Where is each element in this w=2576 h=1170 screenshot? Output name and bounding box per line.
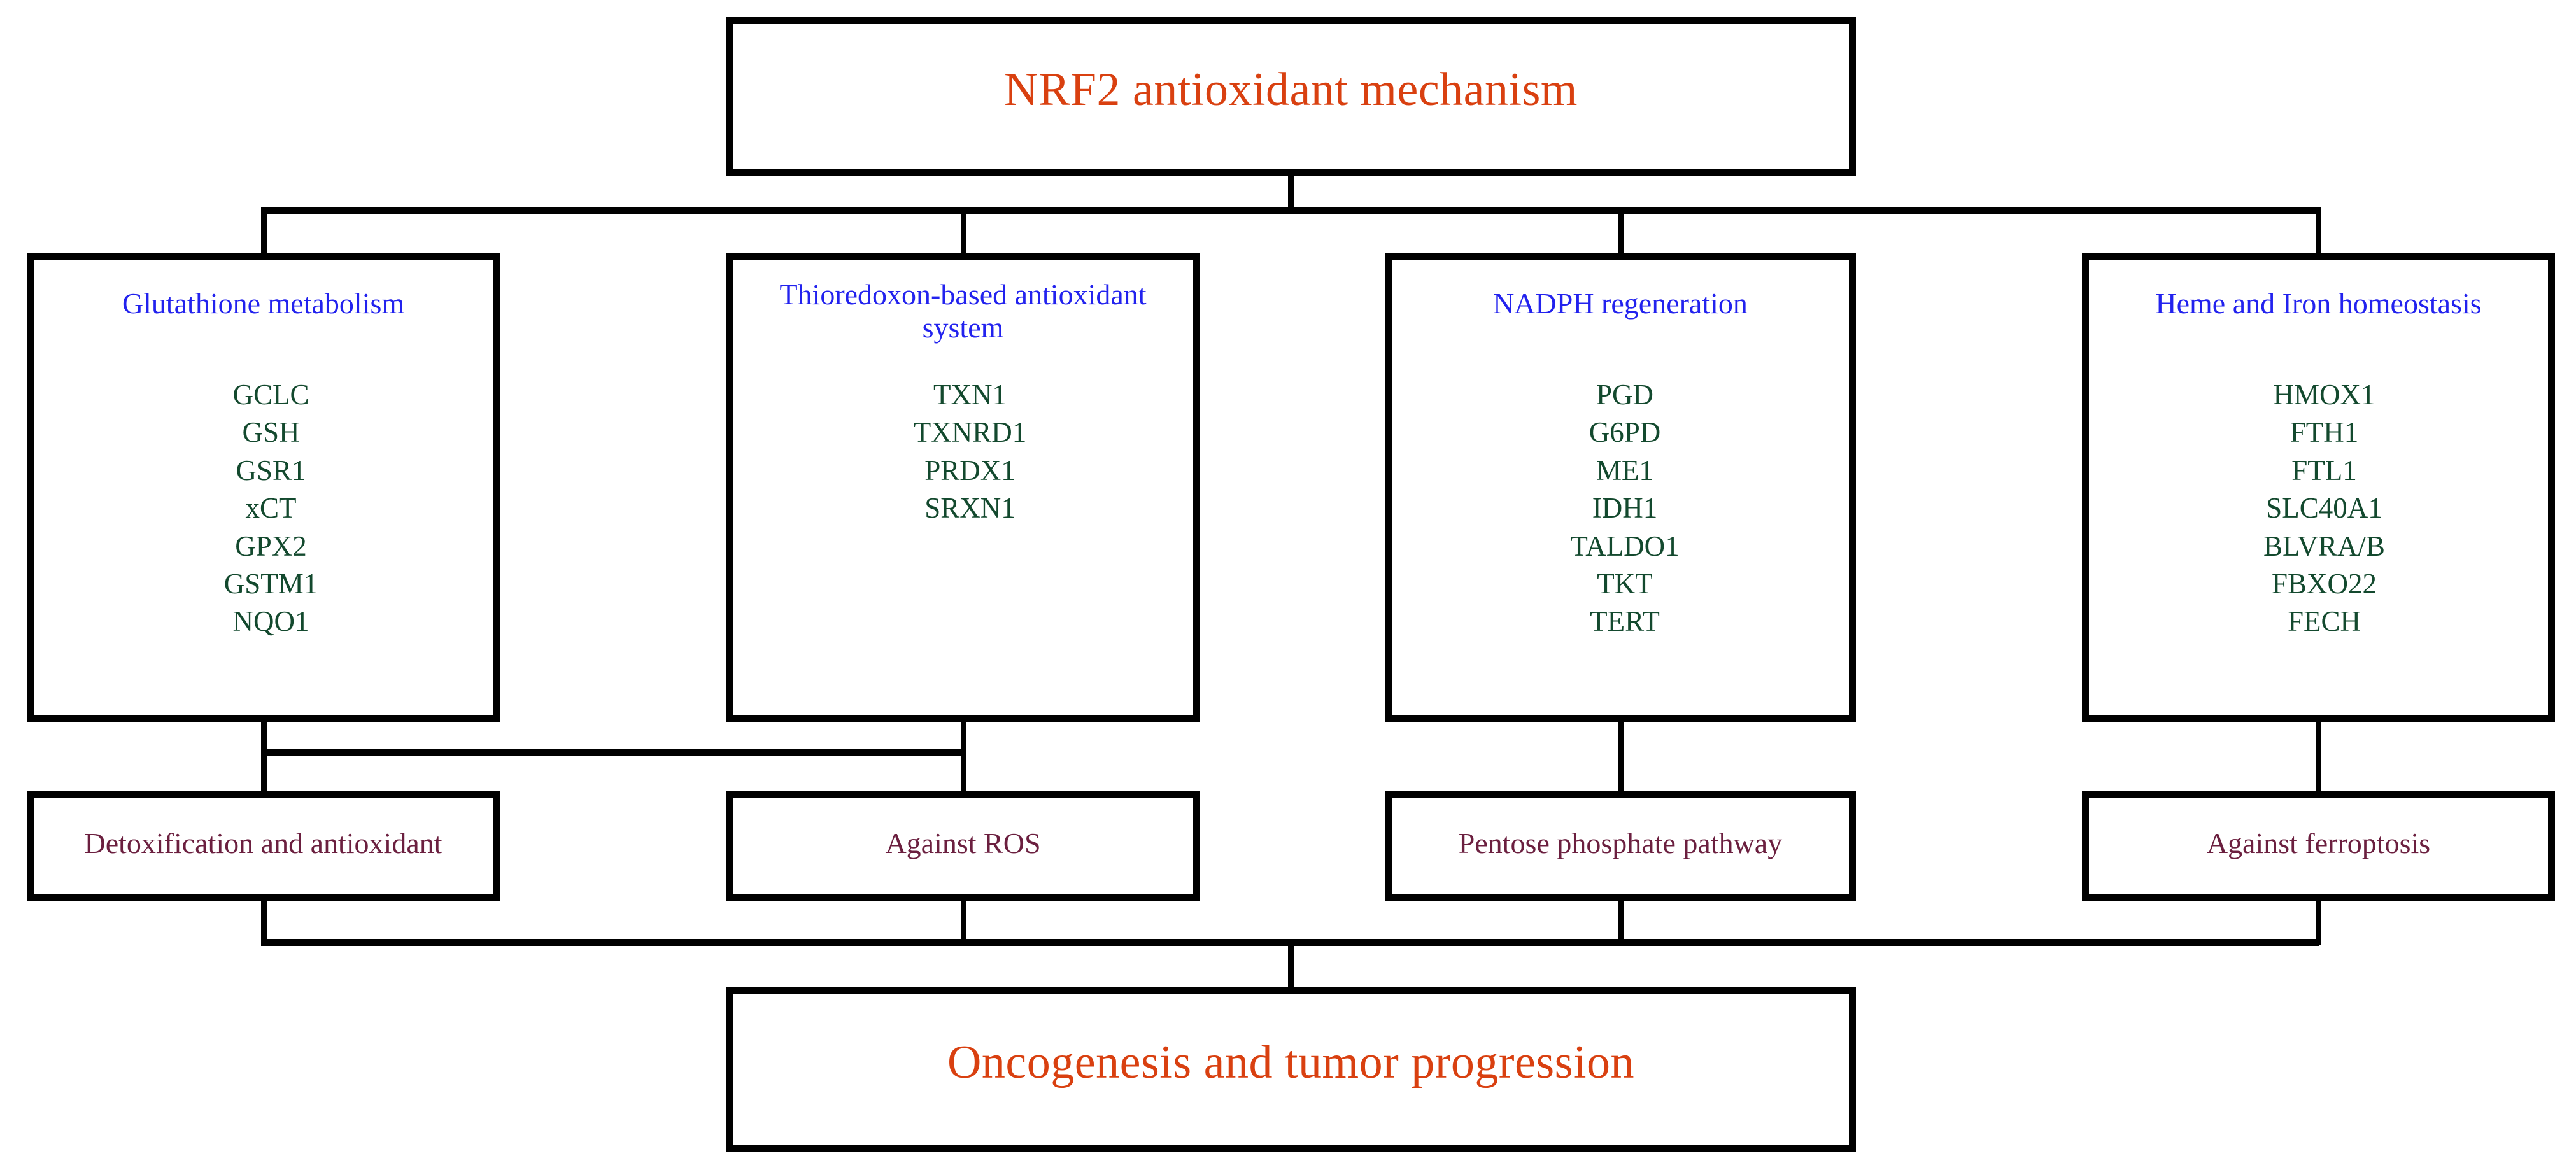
category-title: Glutathione metabolism (122, 287, 405, 320)
function-label: Against ferroptosis (2206, 827, 2431, 859)
root-node-label: NRF2 antioxidant mechanism (1004, 64, 1578, 116)
connector-branch-1-2-crosslink (261, 749, 966, 756)
gene-item: GSR1 (236, 454, 306, 486)
gene-item: FBXO22 (2271, 567, 2377, 600)
gene-item: FECH (2287, 605, 2361, 638)
gene-item: GPX2 (235, 530, 307, 562)
category-node-nadph-regeneration[interactable]: NADPH regeneration PGD G6PD ME1 IDH1 TAL… (1385, 253, 1856, 722)
connector-bus-to-category-2 (961, 207, 966, 258)
gene-item: SRXN1 (924, 492, 1016, 525)
gene-item: SLC40A1 (2266, 492, 2382, 525)
gene-item: xCT (245, 492, 297, 525)
connector-top-bus (261, 207, 2319, 214)
connector-function-1-to-outcome-bus (261, 898, 267, 945)
connector-category-4-to-function-4 (2316, 719, 2321, 796)
gene-item: ME1 (1596, 454, 1653, 486)
gene-item: PRDX1 (924, 454, 1016, 486)
function-node-detoxification-and-antioxidant[interactable]: Detoxification and antioxidant (27, 791, 500, 901)
connector-function-2-to-outcome-bus (961, 898, 966, 945)
connector-category-3-to-function-3 (1618, 719, 1624, 796)
gene-item: NQO1 (232, 605, 309, 638)
function-node-against-ferroptosis[interactable]: Against ferroptosis (2082, 791, 2555, 901)
outcome-node[interactable]: Oncogenesis and tumor progression (726, 987, 1856, 1152)
connector-bus-to-category-3 (1618, 207, 1624, 258)
gene-item: TERT (1590, 605, 1660, 638)
connector-function-3-to-outcome-bus (1618, 898, 1624, 945)
outcome-node-label: Oncogenesis and tumor progression (947, 1036, 1635, 1089)
category-title: NADPH regeneration (1493, 287, 1748, 320)
gene-item: FTH1 (2289, 416, 2359, 449)
function-node-against-ros[interactable]: Against ROS (726, 791, 1200, 901)
function-node-pentose-phosphate-pathway[interactable]: Pentose phosphate pathway (1385, 791, 1856, 901)
category-node-glutathione-metabolism[interactable]: Glutathione metabolism GCLC GSH GSR1 xCT… (27, 253, 500, 722)
connector-category-2-to-function-2 (961, 719, 966, 796)
connector-root-to-bus (1288, 176, 1294, 208)
category-node-heme-and-iron-homeostasis[interactable]: Heme and Iron homeostasis HMOX1 FTH1 FTL… (2082, 253, 2555, 722)
function-label: Detoxification and antioxidant (84, 827, 442, 859)
gene-item: PGD (1596, 379, 1654, 411)
gene-item: TXN1 (933, 379, 1007, 411)
gene-item: GCLC (232, 379, 309, 411)
gene-list: HMOX1 FTH1 FTL1 SLC40A1 BLVRA/B FBXO22 F… (2089, 376, 2548, 641)
gene-item: BLVRA/B (2263, 530, 2385, 562)
function-label: Against ROS (885, 827, 1041, 859)
gene-item: G6PD (1589, 416, 1661, 449)
category-title: Thioredoxon-based antioxidant system (779, 278, 1147, 344)
gene-item: TKT (1597, 567, 1653, 600)
gene-list: GCLC GSH GSR1 xCT GPX2 GSTM1 NQO1 (34, 376, 493, 641)
gene-list: PGD G6PD ME1 IDH1 TALDO1 TKT TERT (1392, 376, 1849, 641)
connector-category-1-to-function-1 (261, 719, 267, 796)
connector-bus-to-category-4 (2316, 207, 2321, 258)
gene-list: TXN1 TXNRD1 PRDX1 SRXN1 (733, 376, 1193, 528)
connector-bus-to-category-1 (261, 207, 267, 258)
category-title: Heme and Iron homeostasis (2155, 287, 2482, 320)
function-label: Pentose phosphate pathway (1458, 827, 1783, 859)
gene-item: GSTM1 (223, 567, 318, 600)
connector-bus-to-outcome (1288, 939, 1294, 990)
gene-item: HMOX1 (2273, 379, 2375, 411)
gene-item: FTL1 (2291, 454, 2357, 486)
gene-item: IDH1 (1592, 492, 1658, 525)
gene-item: TXNRD1 (913, 416, 1027, 449)
gene-item: TALDO1 (1570, 530, 1680, 562)
root-node[interactable]: NRF2 antioxidant mechanism (726, 17, 1856, 176)
category-node-thioredoxon-based-antioxidant-system[interactable]: Thioredoxon-based antioxidant system TXN… (726, 253, 1200, 722)
gene-item: GSH (242, 416, 300, 449)
connector-function-4-to-outcome-bus (2316, 898, 2321, 945)
